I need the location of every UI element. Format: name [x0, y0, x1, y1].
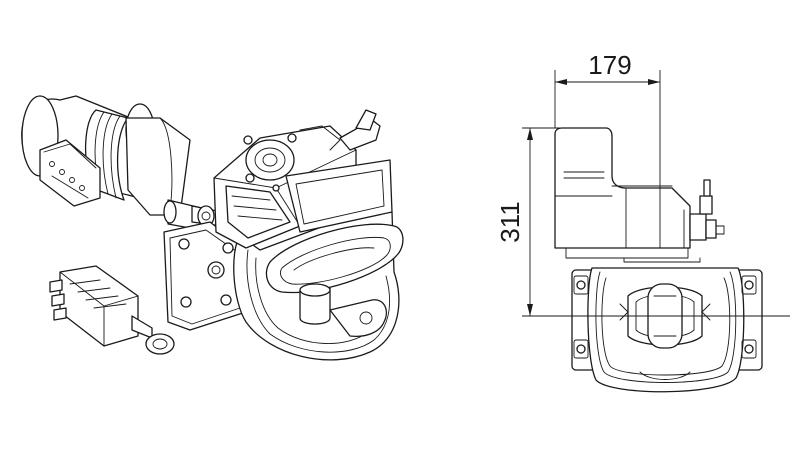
- height-dimension-label: 311: [495, 201, 525, 242]
- width-dimension: 179: [554, 50, 661, 188]
- top-cover: [554, 127, 725, 263]
- control-valve: [49, 265, 175, 355]
- motor-cylinder: [21, 95, 191, 216]
- isometric-coupling-view: [21, 95, 404, 361]
- orthographic-view: 179 311: [495, 50, 790, 393]
- jaw-housing: [233, 211, 404, 361]
- flange-housing: [571, 267, 763, 393]
- valve-actuator: [213, 109, 393, 249]
- height-dimension: 311: [495, 127, 790, 317]
- width-dimension-label: 179: [588, 50, 631, 80]
